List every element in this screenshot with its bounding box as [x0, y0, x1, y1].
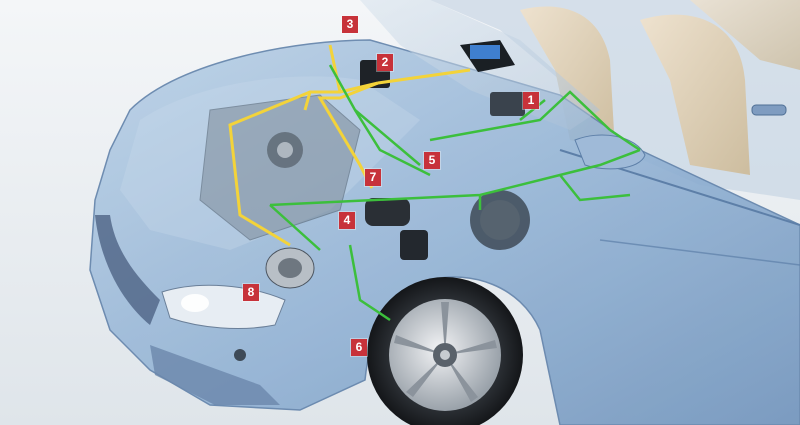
marker-2: 2	[377, 54, 393, 71]
front-wheel	[367, 277, 523, 425]
marker-6: 6	[351, 339, 367, 356]
marker-3: 3	[342, 16, 358, 33]
marker-8: 8	[243, 284, 259, 301]
marker-1: 1	[523, 92, 539, 109]
marker-5: 5	[424, 152, 440, 169]
alternator	[265, 247, 315, 289]
marker-4: 4	[339, 212, 355, 229]
passenger-seat	[640, 14, 750, 176]
marker-7: 7	[365, 169, 381, 186]
